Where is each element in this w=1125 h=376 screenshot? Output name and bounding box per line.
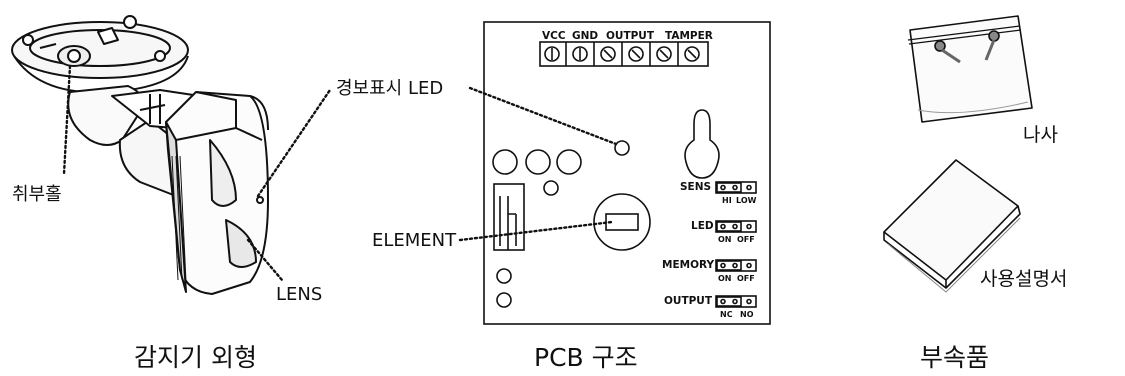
lens-leader xyxy=(246,238,284,282)
capacitors xyxy=(492,149,582,196)
jumper-pin xyxy=(732,223,738,230)
terminal-label: OUTPUT xyxy=(606,30,655,42)
screw-icon xyxy=(984,30,1000,61)
keyhole xyxy=(684,109,720,179)
jumper-shunt xyxy=(716,221,742,232)
jumper-option: HI xyxy=(722,196,732,205)
alarm-led-leader xyxy=(468,86,618,146)
exterior-caption: 감지기 외형 xyxy=(134,343,257,372)
jumper-option: ON xyxy=(718,274,732,283)
lens-leader-body xyxy=(256,88,332,198)
jumper-pin xyxy=(732,298,738,305)
terminal-label: VCC xyxy=(542,30,566,42)
terminal-label: TAMPER xyxy=(665,30,713,42)
jumper-shunt xyxy=(716,182,742,193)
lens-label: LENS xyxy=(276,284,323,305)
jumper-blocks xyxy=(715,181,757,308)
jumper-option: OFF xyxy=(737,235,755,244)
jumper-option: ON xyxy=(718,235,732,244)
pad-1 xyxy=(496,268,512,284)
jumper-option: LOW xyxy=(736,196,757,205)
terminal-label: GND xyxy=(572,30,598,42)
jumper-pin xyxy=(720,298,726,305)
relay xyxy=(493,183,525,251)
jumper-label: OUTPUT xyxy=(664,295,713,307)
jumper-option: NC xyxy=(720,310,733,319)
terminal-screw-slot xyxy=(631,49,641,59)
jumper-pin xyxy=(746,298,752,305)
manual-label: 사용설명서 xyxy=(980,268,1068,290)
alarm-led xyxy=(614,140,630,156)
jumper-pin xyxy=(720,262,726,269)
jumper-pin xyxy=(720,223,726,230)
jumper-shunt xyxy=(716,260,742,271)
accessories-caption: 부속품 xyxy=(920,343,990,372)
pad-2 xyxy=(496,292,512,308)
jumper-label: LED xyxy=(691,220,714,232)
screw-bag xyxy=(907,15,1033,123)
jumper-pin xyxy=(746,223,752,230)
screw-icon xyxy=(934,40,961,64)
jumper-label: SENS xyxy=(680,181,711,193)
jumper-label: MEMORY xyxy=(662,259,715,271)
screws-label: 나사 xyxy=(1023,124,1058,146)
jumper-option: NO xyxy=(740,310,754,319)
jumper-pin xyxy=(746,262,752,269)
mount-hole-leader xyxy=(62,64,72,176)
jumper-pin xyxy=(732,184,738,191)
jumper-labels: SENS HI LOW LED ON OFF MEMORY ON OFF OUT… xyxy=(662,181,757,319)
jumper-option: OFF xyxy=(737,274,755,283)
detector-body xyxy=(165,91,269,295)
jumper-pin xyxy=(720,184,726,191)
mount-bracket xyxy=(11,15,189,94)
element-label: ELEMENT xyxy=(372,230,457,251)
terminal-screw-slot xyxy=(603,49,613,59)
jumper-pin xyxy=(746,184,752,191)
terminal-screw-slot xyxy=(687,49,697,59)
pcb-caption: PCB 구조 xyxy=(534,343,638,372)
terminal-screw-slot xyxy=(659,49,669,59)
jumper-shunt xyxy=(716,296,742,307)
element-leader xyxy=(458,220,614,242)
terminal-labels: VCC GND OUTPUT TAMPER xyxy=(542,30,713,42)
mount-hole-label: 취부홀 xyxy=(12,184,62,205)
alarm-led-label: 경보표시 LED xyxy=(336,78,444,99)
terminal-block xyxy=(539,41,709,67)
jumper-pin xyxy=(732,262,738,269)
manual-booklet xyxy=(883,159,1021,293)
